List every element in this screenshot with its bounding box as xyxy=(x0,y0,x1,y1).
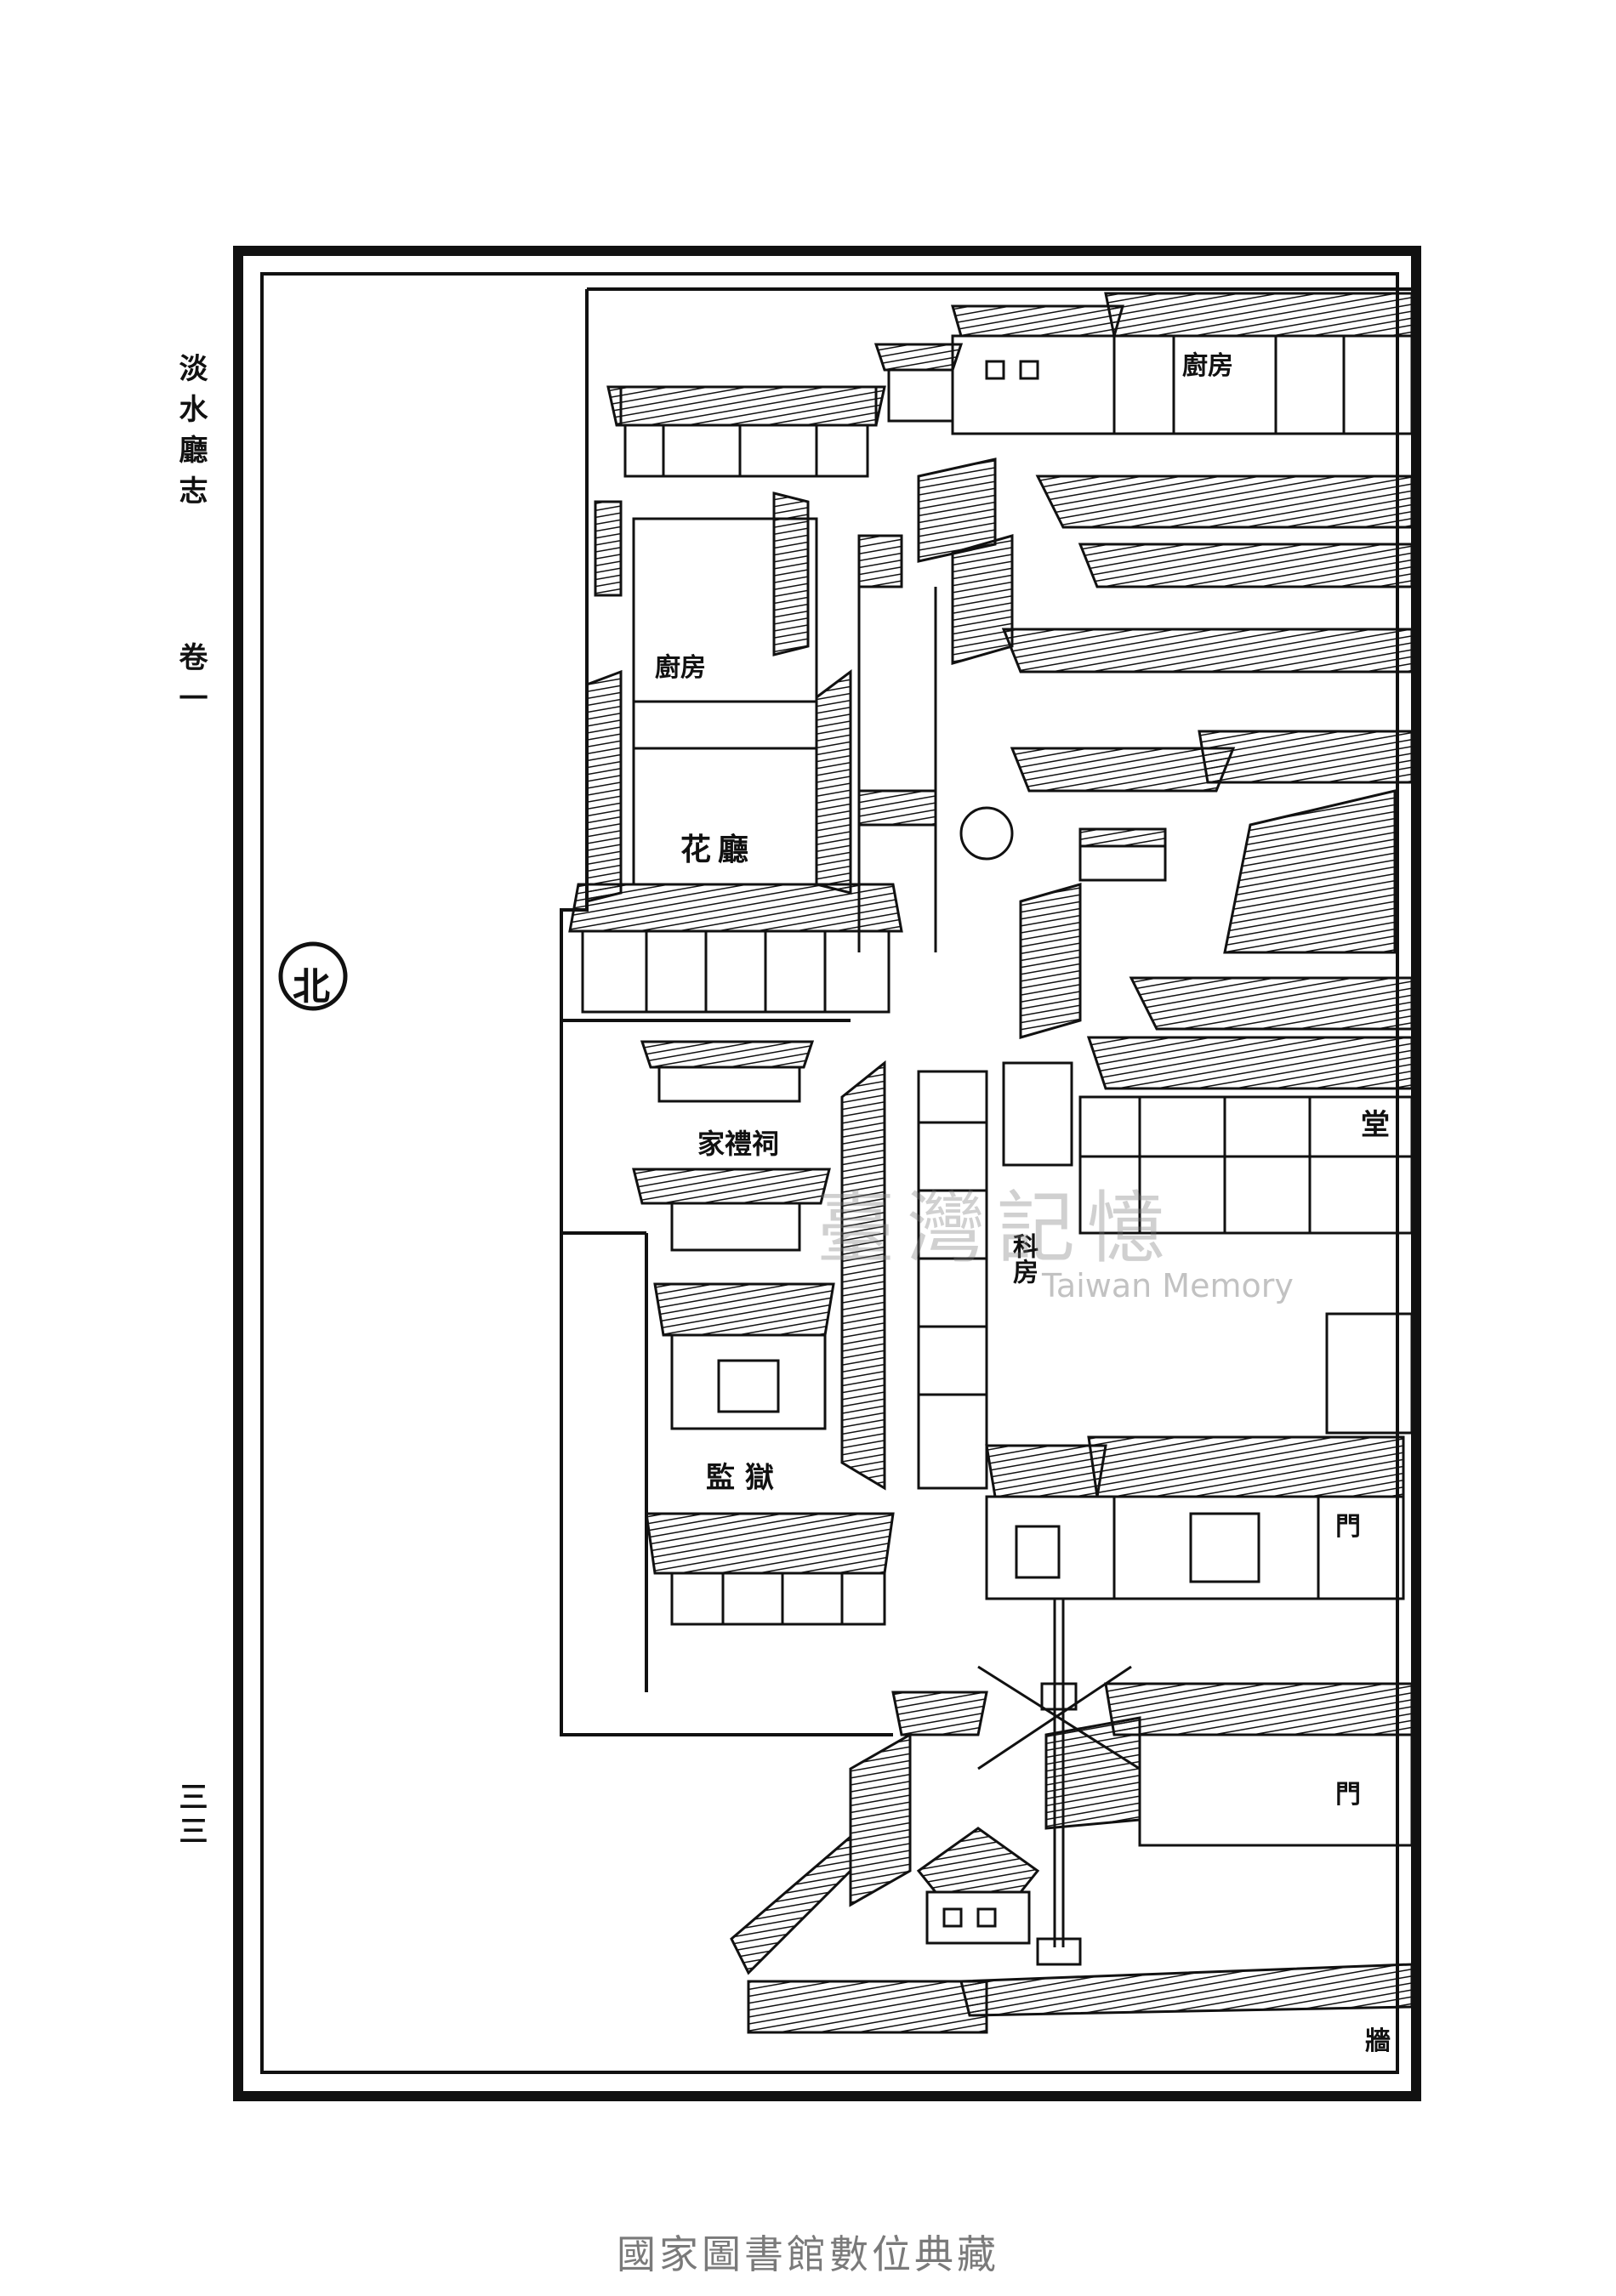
watermark-chinese: 臺灣記憶 xyxy=(817,1183,1178,1274)
fence-bottom xyxy=(730,1732,1414,2034)
label-kitchen-top: 廚房 xyxy=(1182,351,1233,381)
flagpole xyxy=(977,1599,1141,1966)
building-prison xyxy=(645,1282,895,1626)
library-credit-footer: 國家圖書館數位典藏 xyxy=(617,2231,999,2277)
label-side-room: 科房 xyxy=(1008,1233,1038,1284)
book-title: 淡水廳志 xyxy=(174,353,208,516)
label-hall: 堂 xyxy=(1361,1108,1390,1142)
label-gate-outer: 門 xyxy=(1335,1780,1361,1810)
label-flower-hall: 花廳 xyxy=(680,832,756,867)
compass-north-label: 北 xyxy=(293,965,330,1009)
long-corridor xyxy=(840,1060,1073,1491)
central-corridor xyxy=(857,457,1082,1039)
volume-label: 卷一 xyxy=(174,642,208,724)
label-wall: 牆 xyxy=(1365,2026,1391,2056)
building-shrine xyxy=(632,1040,831,1252)
label-family-shrine: 家禮祠 xyxy=(697,1128,780,1160)
label-prison: 監獄 xyxy=(706,1461,784,1495)
main-halls xyxy=(1001,475,1414,1435)
compass-ring xyxy=(278,941,348,1011)
page-number: 三三 xyxy=(174,1782,208,1850)
left-wing xyxy=(568,492,903,1014)
label-gate-inner: 門 xyxy=(1335,1512,1361,1542)
inner-frame xyxy=(260,272,1399,2074)
pavilion xyxy=(916,1827,1040,1945)
gate-area xyxy=(891,1435,1414,1847)
watermark-english: Taiwan Memory xyxy=(1042,1267,1294,1304)
building-row-top xyxy=(873,292,1414,435)
building-kitchen-top xyxy=(606,385,886,478)
label-clerk-room: 廚房 xyxy=(655,653,706,683)
outer-frame xyxy=(233,246,1421,2101)
